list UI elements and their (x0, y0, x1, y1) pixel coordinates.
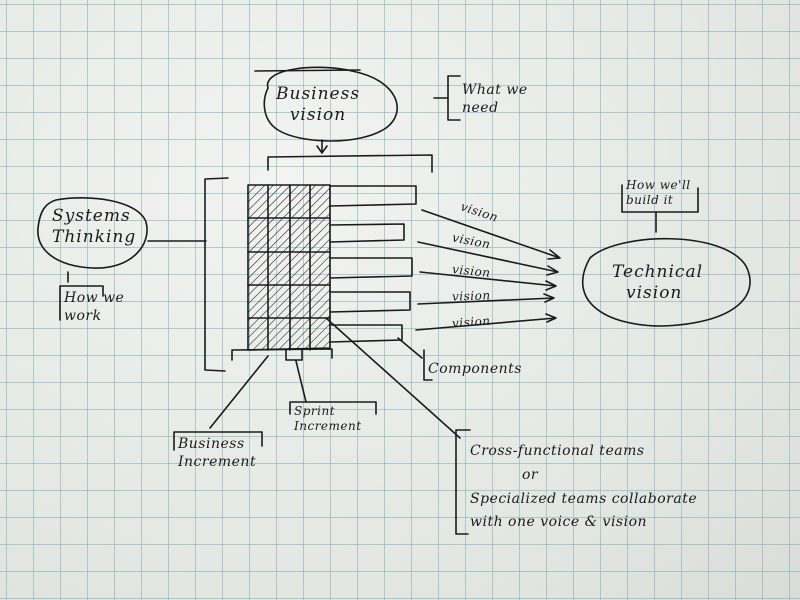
row-extension-5 (329, 324, 403, 343)
hatch-fill (248, 185, 330, 350)
arrow-4 (417, 293, 555, 305)
technical-vision-bubble (581, 237, 751, 327)
row-extension-1 (329, 185, 417, 207)
arrow-2 (417, 241, 559, 276)
bottom-bracket (231, 348, 333, 361)
arrow-5 (415, 313, 557, 331)
teams-note-label: Cross-functional teams or Specialized te… (470, 443, 698, 531)
arrow-1 (421, 209, 561, 260)
components-bracket (423, 349, 433, 381)
left-bracket (204, 177, 229, 372)
business-vision-topline (254, 69, 361, 72)
how-we-work-bracket (59, 271, 104, 321)
components-pointer (397, 337, 423, 359)
sprint-increment-bracket (289, 401, 377, 415)
how-well-build-it-bracket (621, 184, 699, 233)
business-increment-line (209, 355, 269, 429)
what-we-need-bracket (433, 75, 461, 121)
sprint-marker (285, 349, 303, 361)
vision-arrow-label-4: vision (451, 288, 491, 304)
row-extension-3 (329, 257, 413, 279)
vision-down-arrow (316, 139, 328, 154)
grid-columns (267, 184, 311, 351)
business-vision-bubble (263, 66, 398, 142)
vision-arrow-label-5: vision (451, 313, 491, 331)
teams-note-bracket (455, 429, 471, 535)
grid-outline (247, 184, 331, 351)
grid-rows (247, 217, 331, 319)
row-extension-4 (329, 291, 411, 313)
systems-thinking-bubble (37, 197, 148, 269)
components-label: Components (428, 361, 522, 377)
arrow-3 (419, 271, 557, 291)
sprint-increment-line (295, 360, 307, 403)
row-extension-2 (329, 223, 405, 243)
business-increment-bracket (173, 431, 263, 451)
teams-pointer (325, 317, 461, 439)
top-bracket (267, 154, 433, 173)
